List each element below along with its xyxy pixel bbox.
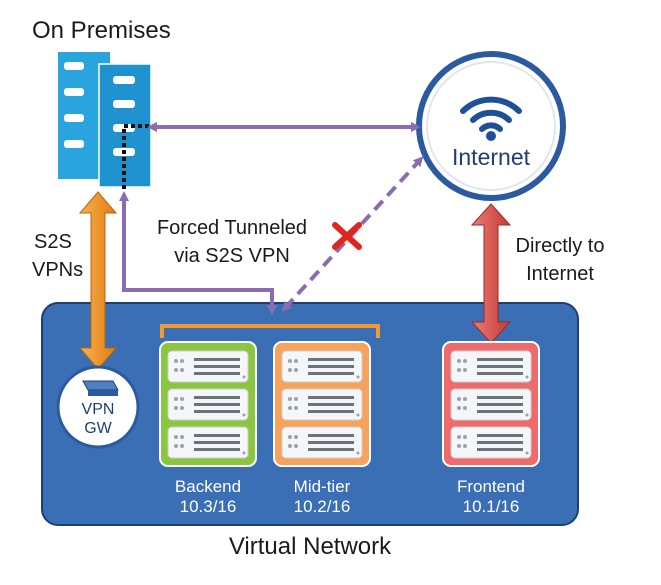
backend-name: Backend <box>175 477 241 496</box>
server-icon <box>167 388 249 421</box>
server-icon <box>167 350 249 383</box>
direct-internet-arrow <box>470 203 512 344</box>
backend-tier <box>159 341 257 467</box>
vpns-label: VPNs <box>32 259 83 281</box>
forced-tunneled-label: Forced Tunneled <box>157 217 307 239</box>
internet-icon <box>416 51 566 201</box>
tier-bracket <box>160 324 380 338</box>
vpn-gw-label-1: VPN <box>82 401 115 418</box>
router-icon <box>82 380 119 396</box>
on-premises-servers-icon <box>58 52 152 189</box>
wifi-icon <box>460 96 522 132</box>
vpn-gw-label-2: GW <box>84 420 112 437</box>
server-icon <box>281 350 363 383</box>
on-premises-title: On Premises <box>32 17 171 44</box>
frontend-cidr: 10.1/16 <box>463 497 520 516</box>
midtier-cidr: 10.2/16 <box>294 497 351 516</box>
s2s-label: S2S <box>34 231 72 253</box>
internet-label: Internet <box>452 144 531 170</box>
internet-direct-label: Internet <box>526 263 594 285</box>
server-icon <box>281 388 363 421</box>
via-s2s-label: via S2S VPN <box>174 245 290 267</box>
vpn-gateway-node <box>56 365 140 449</box>
midtier-tier <box>273 341 371 467</box>
server-icon <box>450 350 532 383</box>
directly-to-label: Directly to <box>516 235 605 257</box>
virtual-network-label: Virtual Network <box>229 533 392 560</box>
server-icon <box>281 426 363 459</box>
frontend-name: Frontend <box>457 477 525 496</box>
server-icon <box>167 426 249 459</box>
blocked-x-icon <box>332 222 362 250</box>
server-icon <box>450 388 532 421</box>
midtier-name: Mid-tier <box>294 477 351 496</box>
frontend-tier <box>442 341 540 467</box>
backend-cidr: 10.3/16 <box>180 497 237 516</box>
server-icon <box>450 426 532 459</box>
forced-tunnel-path <box>119 191 277 315</box>
